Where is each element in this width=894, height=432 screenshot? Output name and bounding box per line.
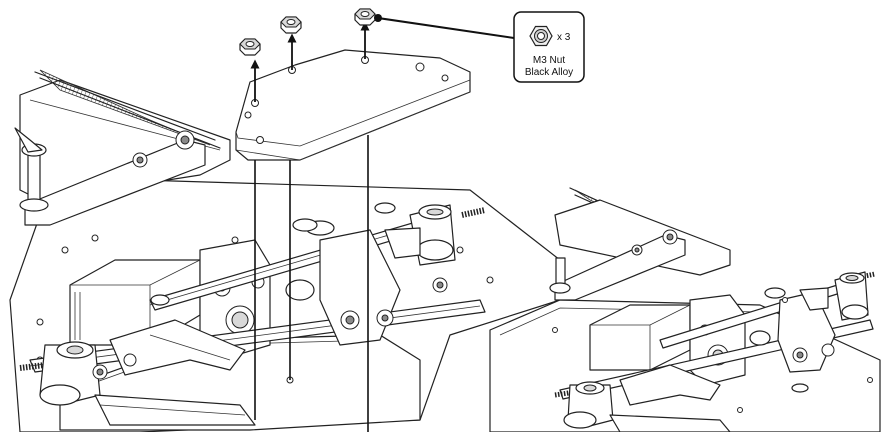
- hex-nut-icon: [240, 39, 260, 55]
- upper-mounting-plate: [236, 50, 470, 160]
- hex-nut-icon: [530, 27, 552, 46]
- callout-leader-line: [378, 18, 514, 38]
- callout-part-name: M3 Nut: [533, 55, 565, 66]
- callout-part-material: Black Alloy: [525, 67, 573, 78]
- hex-nut-icon: [281, 17, 301, 33]
- hex-nut-icon: [355, 9, 375, 25]
- callout-quantity: x 3: [557, 32, 571, 43]
- callout-anchor-dot: [374, 14, 382, 22]
- assembled-result-view: [490, 188, 880, 432]
